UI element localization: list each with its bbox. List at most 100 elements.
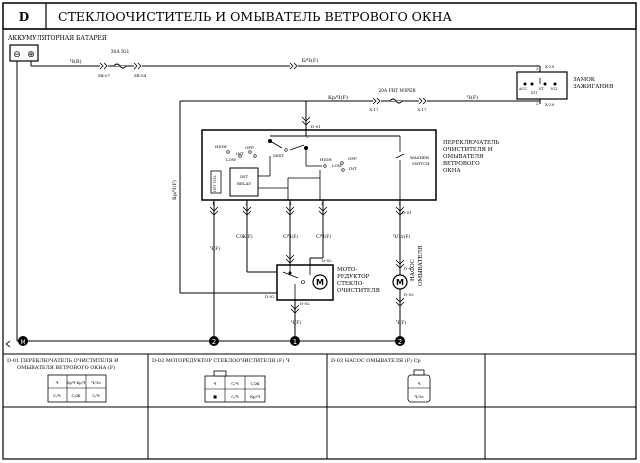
int-relay bbox=[229, 167, 259, 197]
svg-text:ОМЫВАТЕЛЯ: ОМЫВАТЕЛЯ bbox=[443, 154, 484, 160]
section-letter: D bbox=[19, 10, 29, 24]
svg-text:1: 1 bbox=[293, 338, 297, 346]
svg-text:Кр/Ч Кр/Ч: Кр/Ч Кр/Ч bbox=[67, 381, 86, 385]
svg-text:3: 3 bbox=[536, 66, 539, 71]
ground-node bbox=[209, 336, 219, 346]
svg-text:X-17: X-17 bbox=[369, 107, 379, 112]
fuse1-rating: 30A IG1 bbox=[111, 49, 130, 55]
svg-text:ZB-07: ZB-07 bbox=[98, 73, 111, 78]
battery-label: АККУМУЛЯТОРНАЯ БАТАРЕЯ bbox=[8, 35, 107, 42]
page-title: СТЕКЛООЧИСТИТЕЛЬ И ОМЫВАТЕЛЬ ВЕТРОВОГО О… bbox=[58, 9, 453, 24]
motor-icon bbox=[312, 274, 328, 290]
svg-text:С/Ж(F): С/Ж(F) bbox=[236, 233, 253, 240]
svg-text:INT VOL: INT VOL bbox=[212, 175, 217, 192]
svg-text:Ч: Ч bbox=[213, 381, 216, 386]
svg-text:Ч: Ч bbox=[55, 380, 58, 385]
battery-icon bbox=[9, 44, 39, 62]
svg-text:2: 2 bbox=[398, 338, 402, 346]
fuse2-icon bbox=[389, 98, 403, 104]
ignition-label: ЗАМОК bbox=[573, 77, 596, 83]
svg-text:D-02: D-02 bbox=[300, 301, 310, 306]
svg-text:D-03: D-03 bbox=[404, 266, 414, 271]
svg-text:ОЧИСТИТЕЛЯ И: ОЧИСТИТЕЛЯ И bbox=[443, 147, 493, 153]
svg-text:ОМЫВАТЕЛЯ ВЕТРОВОГО ОКНА (F): ОМЫВАТЕЛЯ ВЕТРОВОГО ОКНА (F) bbox=[17, 364, 115, 371]
svg-text:Ч(F): Ч(F) bbox=[467, 94, 478, 101]
motor-label: МОТО- bbox=[337, 267, 357, 273]
svg-text:INT: INT bbox=[240, 174, 248, 179]
svg-text:Ч(F): Ч(F) bbox=[396, 319, 406, 326]
svg-text:Б/Ч(F): Б/Ч(F) bbox=[302, 57, 319, 64]
svg-text:INT: INT bbox=[349, 166, 357, 171]
svg-text:X-17: X-17 bbox=[417, 107, 427, 112]
svg-text:⊖: ⊖ bbox=[13, 50, 21, 60]
svg-text:ОМЫВАТЕЛЯ: ОМЫВАТЕЛЯ bbox=[418, 245, 424, 286]
svg-text:M: M bbox=[316, 278, 324, 287]
ground-node bbox=[290, 336, 300, 346]
svg-text:С/Ч: С/Ч bbox=[92, 393, 100, 398]
svg-text:HIGH: HIGH bbox=[320, 157, 332, 162]
svg-text:РЕДУКТОР: РЕДУКТОР bbox=[337, 274, 370, 280]
svg-text:X-29: X-29 bbox=[545, 102, 555, 107]
svg-text:С/Ч: С/Ч bbox=[231, 394, 239, 399]
svg-text:IG1: IG1 bbox=[531, 91, 537, 95]
ground-node bbox=[18, 336, 28, 346]
svg-text:IG2: IG2 bbox=[551, 87, 557, 91]
connector-d03: Ч Ч/Зл bbox=[407, 369, 431, 403]
svg-text:X-29: X-29 bbox=[545, 64, 555, 69]
svg-text:С/Ч: С/Ч bbox=[53, 393, 61, 398]
svg-text:■: ■ bbox=[213, 394, 217, 399]
svg-text:D-01: D-01 bbox=[311, 124, 321, 129]
svg-text:SWITCH: SWITCH bbox=[412, 161, 430, 166]
svg-text:Кр/Ч(F): Кр/Ч(F) bbox=[171, 180, 178, 200]
svg-text:ACC: ACC bbox=[518, 87, 527, 91]
svg-text:СТЕКЛО-: СТЕКЛО- bbox=[337, 281, 364, 287]
svg-text:Ч(R): Ч(R) bbox=[70, 58, 82, 65]
svg-text:LOW: LOW bbox=[226, 157, 237, 162]
svg-text:Ч/Зл(F): Ч/Зл(F) bbox=[393, 233, 411, 240]
connector-title: D-02 МОТОРЕДУКТОР СТЕКЛООЧИСТИТЕЛЯ (F) Ч bbox=[152, 357, 290, 364]
svg-text:С/Ч(F): С/Ч(F) bbox=[316, 233, 331, 240]
svg-text:Кр/Ч(F): Кр/Ч(F) bbox=[328, 94, 348, 101]
ignition-switch bbox=[516, 71, 568, 100]
svg-text:OFF: OFF bbox=[348, 156, 357, 161]
svg-text:M: M bbox=[396, 278, 404, 287]
switch-label: ПЕРЕКЛЮЧАТЕЛЬ bbox=[443, 140, 500, 146]
svg-text:ЗАЖИГАНИЯ: ЗАЖИГАНИЯ bbox=[573, 84, 614, 90]
svg-text:RELAY: RELAY bbox=[237, 181, 251, 186]
svg-text:LOW: LOW bbox=[332, 163, 343, 168]
fuse1-icon bbox=[113, 63, 127, 69]
svg-text:WASHER: WASHER bbox=[410, 155, 430, 160]
svg-text:1: 1 bbox=[212, 201, 215, 206]
svg-text:Ч: Ч bbox=[417, 381, 420, 386]
svg-text:2: 2 bbox=[536, 101, 539, 106]
svg-text:ОКНА: ОКНА bbox=[443, 168, 462, 174]
svg-text:INT: INT bbox=[236, 151, 244, 156]
connector-title: D-01 ПЕРЕКЛЮЧАТЕЛЬ ОЧИСТИТЕЛЯ И bbox=[7, 358, 119, 364]
svg-text:С/Ж: С/Ж bbox=[251, 381, 260, 386]
svg-text:D-01: D-01 bbox=[402, 210, 412, 215]
svg-text:D-02: D-02 bbox=[265, 294, 275, 299]
svg-text:Ч/Зл: Ч/Зл bbox=[415, 394, 425, 399]
svg-text:С/Ч: С/Ч bbox=[231, 381, 239, 386]
svg-text:ОЧИСТИТЕЛЯ: ОЧИСТИТЕЛЯ bbox=[337, 288, 381, 294]
ground-node bbox=[395, 336, 405, 346]
pump-label: НАСОС bbox=[410, 259, 416, 281]
svg-text:Кр/Ч: Кр/Ч bbox=[250, 394, 260, 399]
svg-text:HIGH: HIGH bbox=[215, 144, 227, 149]
svg-text:D-02: D-02 bbox=[322, 258, 332, 263]
svg-text:Ч(F): Ч(F) bbox=[291, 319, 301, 326]
svg-text:С/Ч(F): С/Ч(F) bbox=[283, 233, 298, 240]
svg-text:OFF: OFF bbox=[245, 145, 254, 150]
connector-d02: Ч С/Ч С/Ж ■ С/Ч Кр/Ч bbox=[204, 370, 266, 403]
svg-text:С/Ж: С/Ж bbox=[72, 393, 81, 398]
svg-text:D-03: D-03 bbox=[404, 292, 414, 297]
svg-text:Ч/Зл: Ч/Зл bbox=[91, 380, 101, 385]
svg-text:Ч(F): Ч(F) bbox=[210, 245, 220, 252]
connector-title: D-03 НАСОС ОМЫВАТЕЛЯ (F) Ср bbox=[331, 357, 421, 364]
svg-text:MIST: MIST bbox=[273, 153, 284, 158]
fuse2-rating: 20A FRT WIPER bbox=[378, 88, 416, 94]
svg-text:ST: ST bbox=[539, 87, 544, 91]
svg-text:2: 2 bbox=[212, 338, 216, 346]
svg-text:ZB-04: ZB-04 bbox=[134, 73, 147, 78]
